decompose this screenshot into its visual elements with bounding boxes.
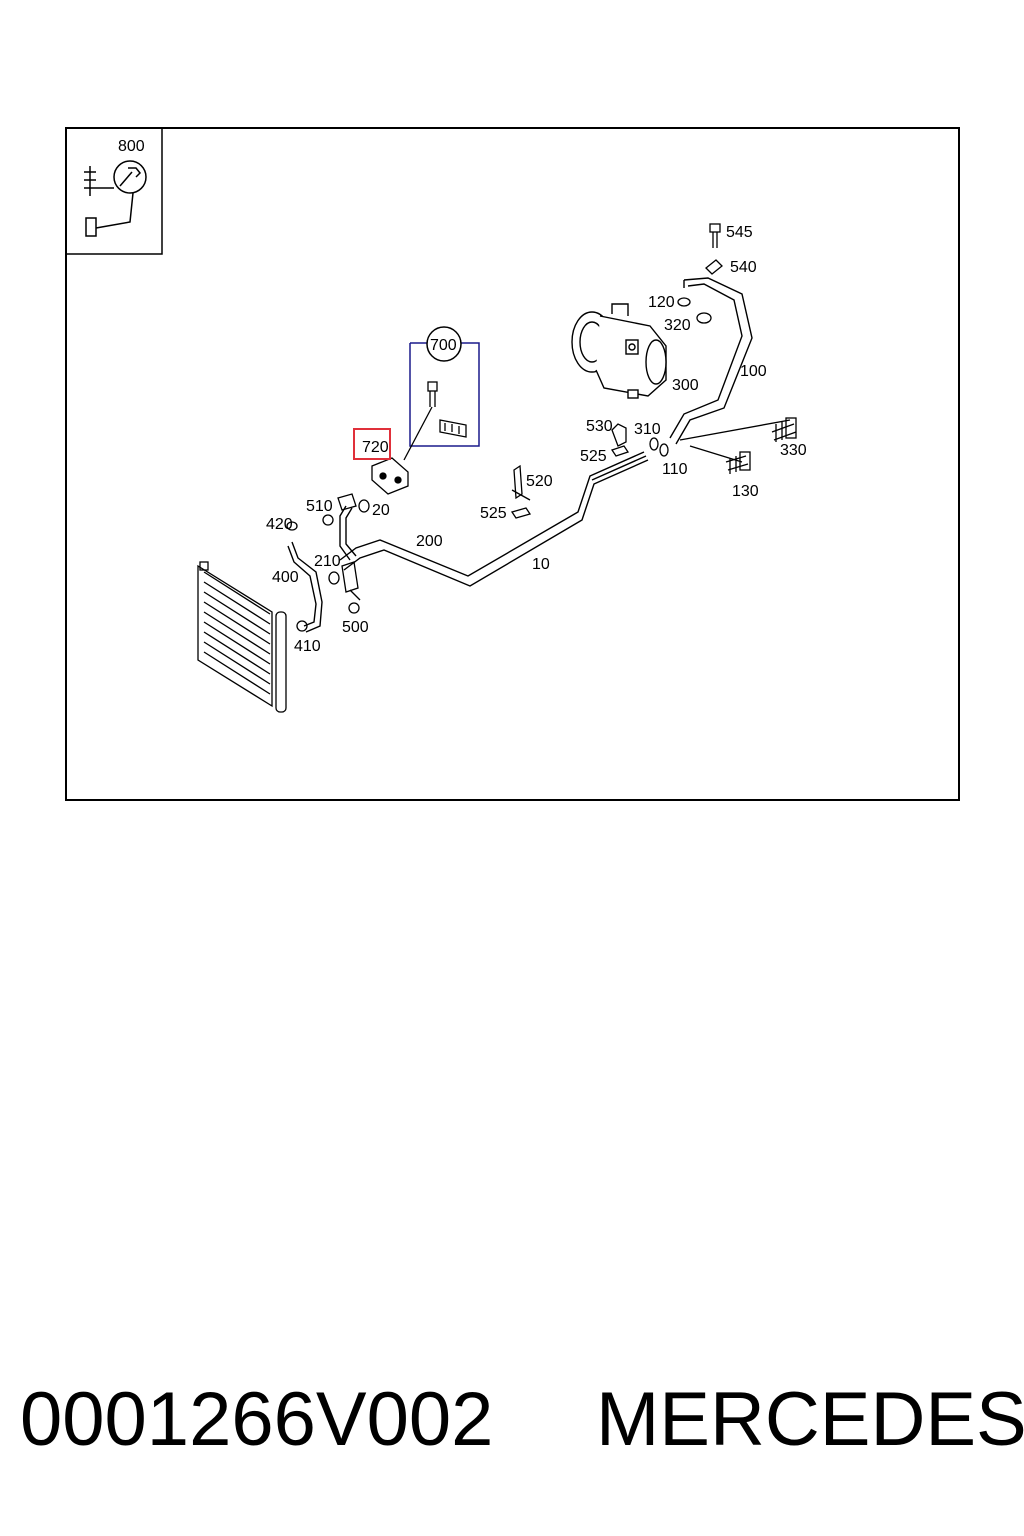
callout-130: 130 <box>732 483 759 500</box>
callout-720: 720 <box>362 439 389 456</box>
tool-inset-box <box>65 127 163 255</box>
callout-410: 410 <box>294 638 321 655</box>
callout-700: 700 <box>430 337 457 354</box>
flange-510-icon <box>322 493 370 526</box>
part-number-caption: 0001266V002 <box>20 1377 494 1462</box>
screw-icon <box>403 381 438 461</box>
callout-525-lower: 525 <box>480 505 507 522</box>
callout-510: 510 <box>306 498 333 515</box>
bracket-530-icon <box>610 423 630 457</box>
callout-530: 530 <box>586 418 613 435</box>
callout-210: 210 <box>314 553 341 570</box>
seal-plate-icon <box>439 419 467 438</box>
washer-320 <box>696 312 712 324</box>
callout-420: 420 <box>266 516 293 533</box>
callout-110: 110 <box>662 461 688 478</box>
compressor-icon <box>571 303 667 399</box>
callout-540: 540 <box>730 259 757 276</box>
washer-120 <box>677 297 691 307</box>
callout-200: 200 <box>416 533 443 550</box>
brand-caption: MERCEDES <box>596 1377 1024 1462</box>
callout-520: 520 <box>526 473 553 490</box>
kit-700-bracket <box>409 342 480 447</box>
callout-10: 10 <box>532 556 550 573</box>
pipe-10-200 <box>339 451 649 587</box>
callout-320: 320 <box>664 317 691 334</box>
clip-icon <box>705 223 723 275</box>
callout-100: 100 <box>740 363 767 380</box>
washer-110 <box>659 443 669 457</box>
callout-300: 300 <box>672 377 699 394</box>
callout-310: 310 <box>634 421 661 438</box>
washer-310 <box>649 437 659 451</box>
callout-330: 330 <box>780 442 807 459</box>
callout-500: 500 <box>342 619 369 636</box>
callout-525-upper: 525 <box>580 448 607 465</box>
expansion-valve-icon <box>371 457 409 495</box>
diagram-frame <box>65 127 960 801</box>
callout-545: 545 <box>726 224 753 241</box>
bracket-520-icon <box>510 464 532 519</box>
callout-circle-700 <box>426 326 462 362</box>
washer-420 <box>286 521 298 531</box>
flange-210-icon <box>328 561 361 614</box>
callout-120: 120 <box>648 294 675 311</box>
condenser-icon <box>197 561 287 713</box>
highlight-box-720 <box>353 428 391 460</box>
callout-400: 400 <box>272 569 299 586</box>
callout-20: 20 <box>372 502 390 519</box>
washer-410 <box>296 620 308 632</box>
bolt-icon <box>679 417 797 474</box>
callout-800: 800 <box>118 138 145 155</box>
pipe-20 <box>339 505 357 561</box>
wrench-icon <box>84 160 147 237</box>
hose-100 <box>669 277 753 445</box>
pipe-400 <box>287 541 323 633</box>
